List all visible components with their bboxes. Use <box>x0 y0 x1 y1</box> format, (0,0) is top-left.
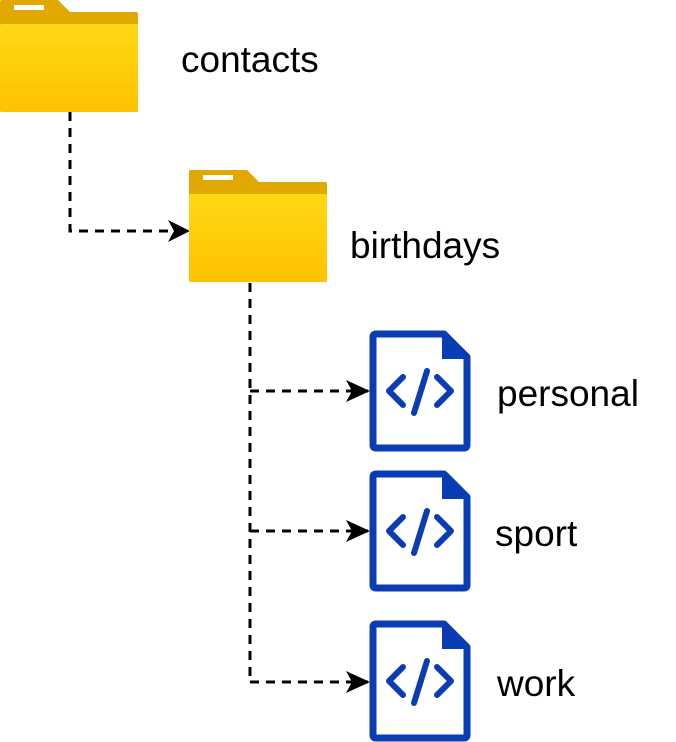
arrowhead-birthdays <box>168 220 190 242</box>
code-file-icon[interactable] <box>369 620 471 742</box>
arrowheads <box>168 220 370 693</box>
arrowhead-personal <box>346 380 370 402</box>
file-label-sport[interactable]: sport <box>495 513 578 554</box>
arrowhead-work <box>346 671 370 693</box>
folder-icon[interactable] <box>0 0 138 112</box>
code-file-icon[interactable] <box>369 470 471 592</box>
connectors <box>68 112 368 684</box>
connector-contacts-birthdays <box>68 112 188 233</box>
folder-label-birthdays[interactable]: birthdays <box>350 225 501 266</box>
folder-icon[interactable] <box>189 170 327 282</box>
arrowhead-sport <box>346 520 370 542</box>
file-label-personal[interactable]: personal <box>497 373 639 414</box>
file-label-work[interactable]: work <box>497 663 576 704</box>
folder-label-contacts[interactable]: contacts <box>181 39 319 80</box>
code-file-icon[interactable] <box>369 330 471 452</box>
